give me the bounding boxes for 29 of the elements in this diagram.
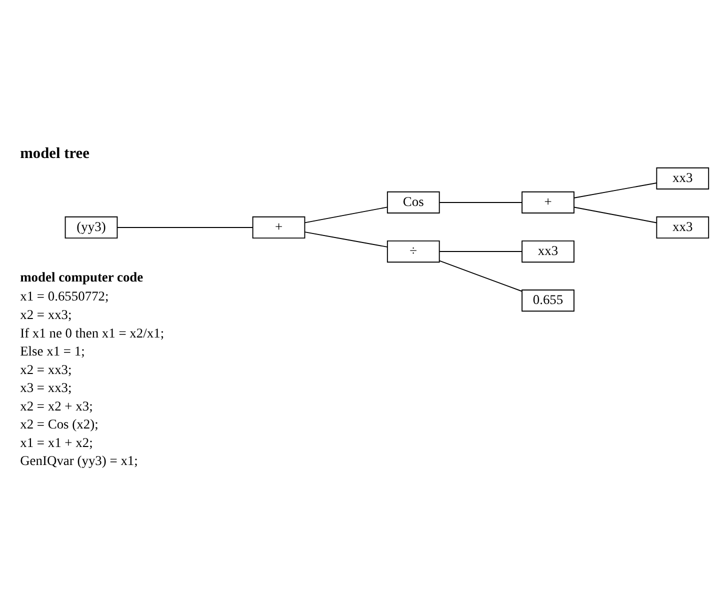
connector xyxy=(439,250,522,252)
connector xyxy=(304,231,388,247)
label: x1 = x1 + x2; xyxy=(20,434,93,450)
node-box: Cos xyxy=(386,190,440,214)
label: GenIQvar (yy3) = x1; xyxy=(20,452,138,468)
label: x2 = xx3; xyxy=(20,361,72,376)
label: x1 = 0.6550772; xyxy=(20,288,109,304)
label: x3 = xx3; xyxy=(20,380,72,395)
node-box: 0.655 xyxy=(522,289,574,312)
connector xyxy=(574,206,657,223)
connector xyxy=(439,260,522,292)
label: x2 = x2 + x3; xyxy=(20,398,93,413)
label: If x1 ne 0 then x1 = x2/x1; xyxy=(20,324,164,340)
label: Else x1 = 1; xyxy=(20,343,85,358)
node-box: + xyxy=(252,216,306,238)
connector xyxy=(116,226,254,228)
label: model computer code xyxy=(20,269,144,284)
connector xyxy=(439,201,522,202)
node-box: + xyxy=(522,190,574,214)
node-box: xx3 xyxy=(522,240,574,262)
node-box: ÷ xyxy=(386,240,440,262)
label: x2 = Cos (x2); xyxy=(20,416,98,432)
connector xyxy=(574,182,657,198)
diagram-title: model tree xyxy=(20,144,90,162)
node-box: xx3 xyxy=(656,166,710,189)
node-box: (yy3) xyxy=(64,216,118,238)
label: x2 = xx3; xyxy=(20,306,72,322)
node-box: xx3 xyxy=(656,216,710,238)
connector xyxy=(304,206,388,223)
